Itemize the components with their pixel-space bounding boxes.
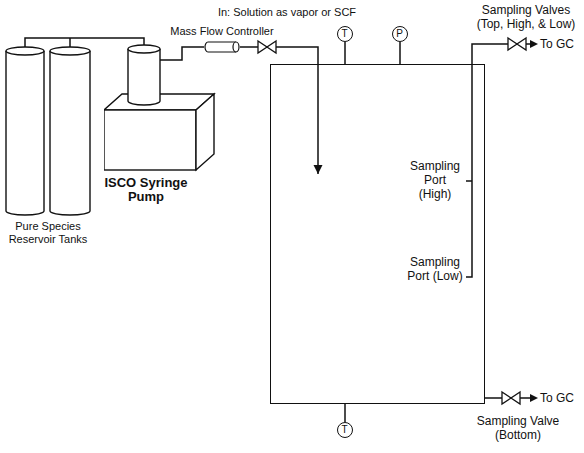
node-label: T [338, 28, 351, 40]
annotation-label: In: Solution as vapor or SCF [212, 6, 362, 19]
drawing-part [104, 45, 214, 170]
drawing-part [6, 51, 44, 215]
tank-drawing [4, 46, 92, 216]
node-label: Sampling Port (High) [407, 159, 463, 201]
annotation-label: Sampling Valves (Top, High, & Low) [470, 3, 582, 31]
valve-symbol [258, 41, 267, 53]
drawing-part [205, 42, 239, 52]
pipe-line [240, 47, 318, 174]
node-label: Mass Flow Controller [162, 25, 282, 38]
drawing-part [50, 51, 90, 215]
pipe-line [160, 47, 204, 60]
valve-symbol [517, 38, 526, 50]
pipe-line [344, 404, 346, 422]
temperature-gauge: T [337, 422, 353, 438]
drawing-part [6, 47, 44, 55]
pipe-connector [345, 42, 346, 64]
arrow-head [314, 165, 323, 174]
temperature-gauge: T [337, 26, 353, 42]
pressure-gauge: P [392, 26, 408, 42]
pipe-connector [345, 404, 346, 422]
syringe-pump: ISCO Syringe Pump [104, 44, 216, 172]
pump-drawing [104, 44, 216, 172]
drawing-part [128, 45, 160, 53]
drawing-part [233, 42, 236, 52]
drawing-part [104, 110, 196, 170]
reservoir-tanks: Pure Species Reservoir Tanks [4, 46, 92, 216]
pipe-line [344, 42, 346, 64]
pipe-connector [400, 42, 401, 64]
pipe-connector [25, 38, 144, 47]
mass-flow-controller: Mass Flow Controller [204, 41, 240, 53]
gc-line [520, 397, 531, 399]
sampling-tick [466, 180, 472, 182]
vessel: Sampling Port (High) Sampling Port (Low) [270, 64, 485, 404]
drawing-part [6, 47, 90, 215]
drawing-part [128, 49, 160, 105]
node-label: P [393, 28, 406, 40]
pipe-line [25, 38, 144, 47]
pipe-connector [240, 47, 323, 174]
drawing-part [530, 40, 538, 402]
valve-symbol [267, 41, 276, 53]
annotation-label: Sampling Valve (Bottom) [466, 414, 570, 442]
arrow-head [530, 394, 538, 402]
drawing-part [50, 47, 90, 55]
node-label: ISCO Syringe Pump [96, 176, 196, 204]
annotation-label: To GC [540, 391, 582, 405]
node-label: Pure Species Reservoir Tanks [0, 220, 96, 246]
valve-symbol [508, 38, 517, 50]
flow-controller-drawing [204, 41, 240, 53]
drawing-part [258, 38, 526, 404]
drawing-part [196, 94, 214, 170]
valve-symbol [511, 392, 520, 404]
tank-branch-line [69, 38, 71, 47]
sampling-line [466, 44, 508, 277]
node-label: T [338, 424, 351, 436]
pipe-line [399, 42, 401, 64]
arrow-head [530, 40, 538, 48]
pipe-connector [160, 47, 204, 60]
valve-symbol [502, 392, 511, 404]
node-label: Sampling Port (Low) [407, 255, 463, 283]
drawing-part [70, 38, 531, 398]
drawing-part [205, 42, 239, 52]
bottom-sampling-line [485, 397, 502, 399]
annotation-label: To GC [540, 37, 582, 51]
